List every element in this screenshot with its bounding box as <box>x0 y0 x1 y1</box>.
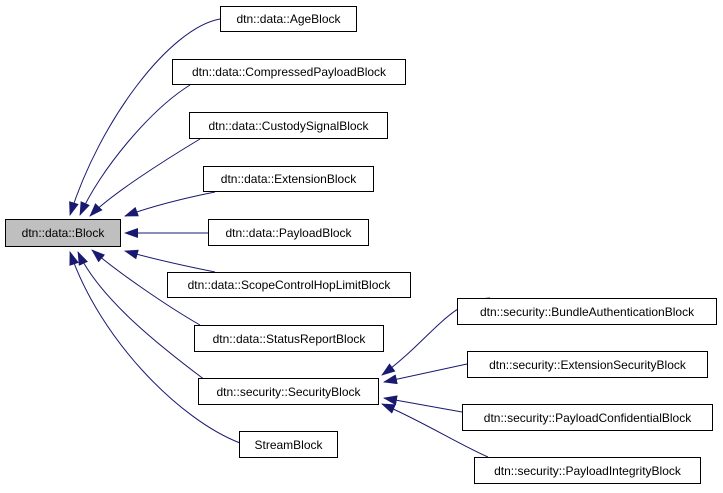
node-stream-block[interactable]: StreamBlock <box>239 431 338 458</box>
edge-extension <box>124 191 216 217</box>
node-security-block[interactable]: dtn::security::SecurityBlock <box>198 378 379 405</box>
node-payload-integrity-block[interactable]: dtn::security::PayloadIntegrityBlock <box>474 457 701 484</box>
node-status-report-block[interactable]: dtn::data::StatusReportBlock <box>194 325 384 352</box>
node-extension-block[interactable]: dtn::data::ExtensionBlock <box>203 166 374 192</box>
node-extension-security-block[interactable]: dtn::security::ExtensionSecurityBlock <box>467 351 708 378</box>
node-payload-confidential-block[interactable]: dtn::security::PayloadConfidentialBlock <box>462 404 713 431</box>
edge-security <box>77 251 206 381</box>
node-age-block[interactable]: dtn::data::AgeBlock <box>220 6 357 32</box>
node-payload-block[interactable]: dtn::data::PayloadBlock <box>208 219 369 246</box>
edge-status <box>91 249 201 326</box>
node-custody-signal-block[interactable]: dtn::data::CustodySignalBlock <box>189 112 388 139</box>
edge-stream <box>69 251 241 444</box>
edge-compressed <box>79 84 191 216</box>
node-scope-control-hop-limit-block[interactable]: dtn::data::ScopeControlHopLimitBlock <box>167 272 411 298</box>
edge-age <box>69 18 221 216</box>
edge-pib <box>381 403 489 458</box>
node-block[interactable]: dtn::data::Block <box>5 219 121 247</box>
edge-scope <box>124 249 216 273</box>
edge-pcb <box>383 395 463 413</box>
edge-custody <box>89 138 201 217</box>
node-bundle-authentication-block[interactable]: dtn::security::BundleAuthenticationBlock <box>457 298 717 325</box>
edge-esb <box>383 363 468 385</box>
node-compressed-payload-block[interactable]: dtn::data::CompressedPayloadBlock <box>172 59 406 85</box>
